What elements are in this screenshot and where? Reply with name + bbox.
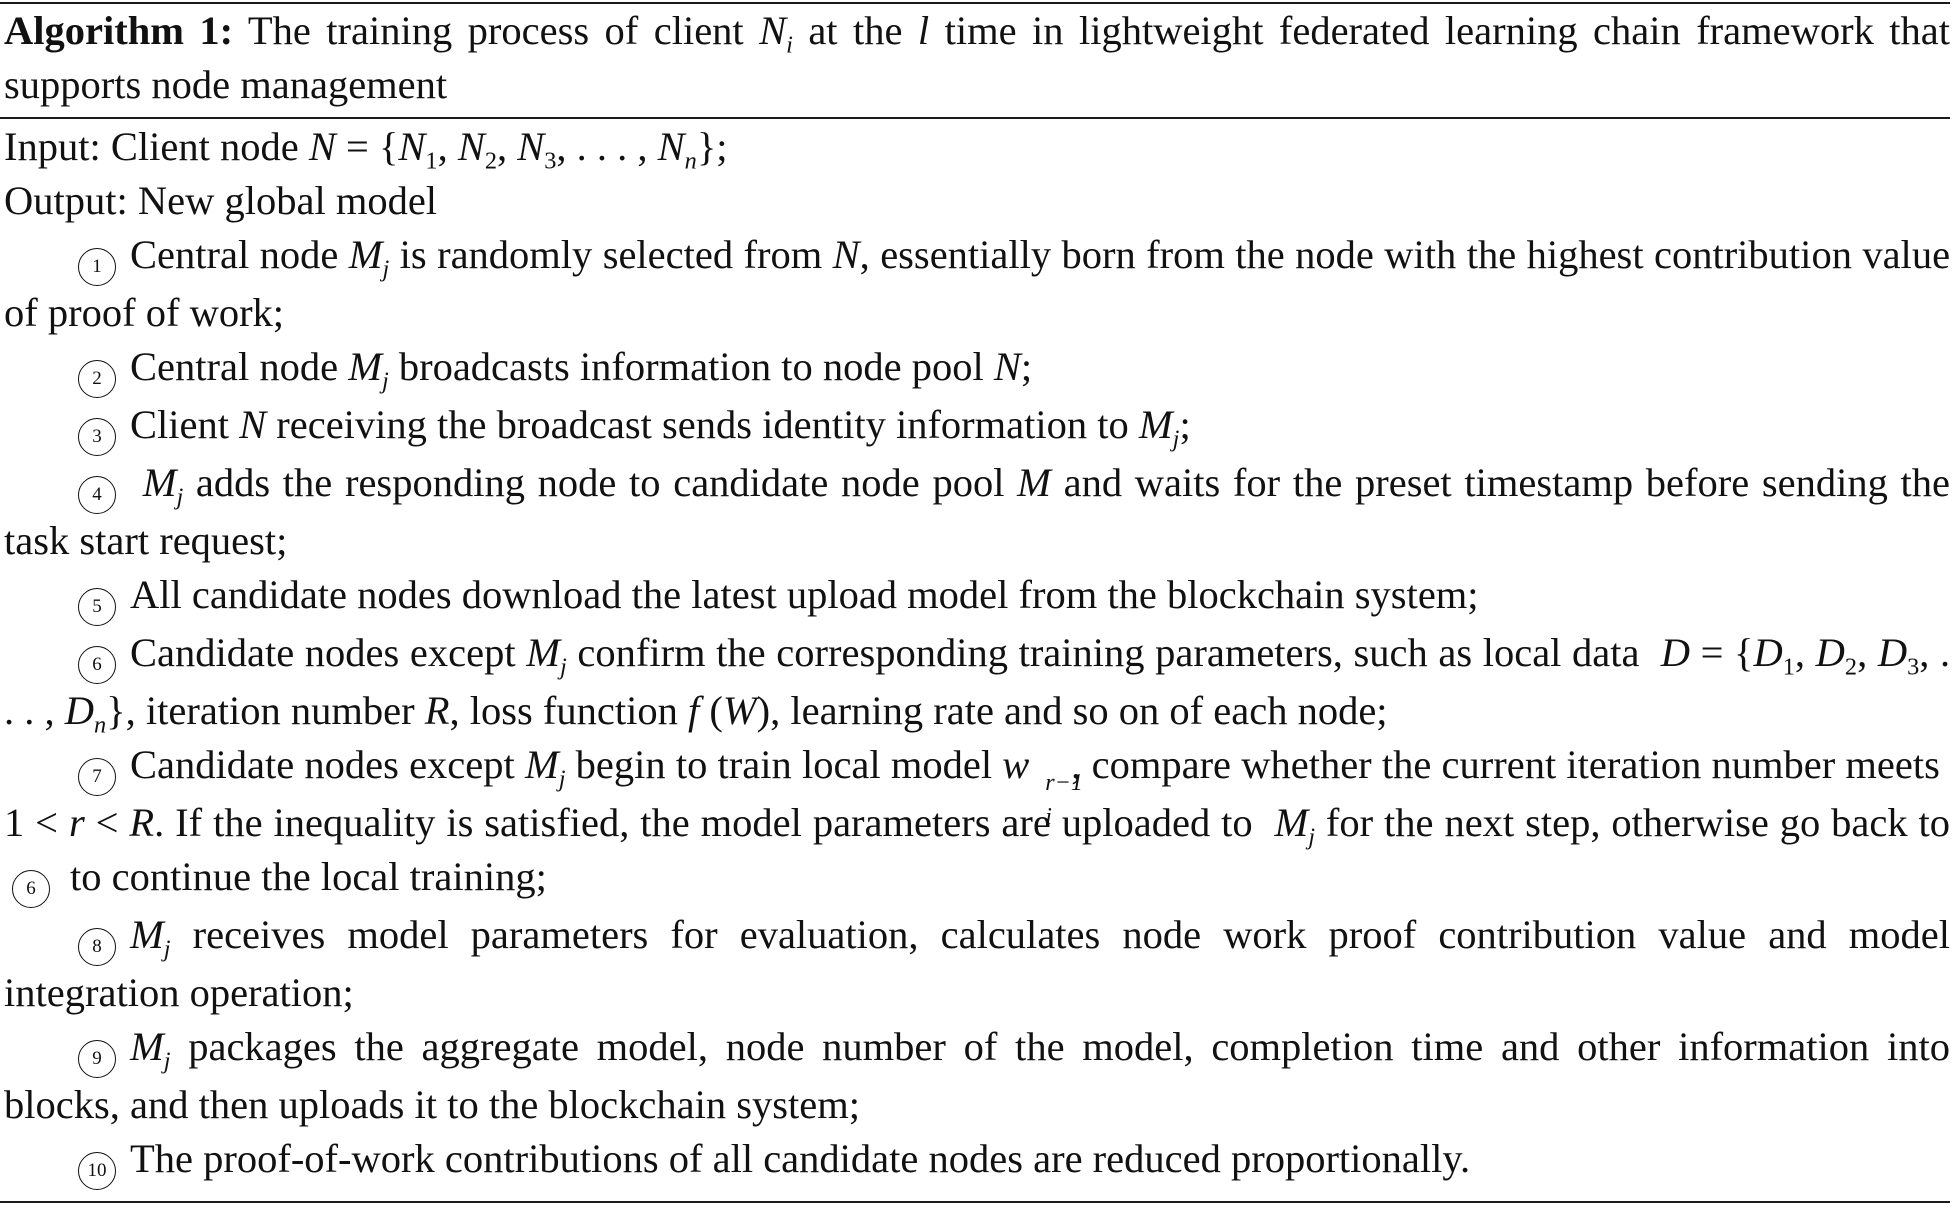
algorithm-header: Algorithm 1: The training process of cli… <box>4 8 1951 107</box>
title-part: time in lightweight federated learning c… <box>4 8 1951 107</box>
step-number-badge: 9 <box>78 1040 116 1078</box>
step-number-badge: 4 <box>78 476 116 514</box>
step-number-badge: 8 <box>78 928 116 966</box>
header-rule <box>0 117 1950 119</box>
step-number-badge: 3 <box>78 418 116 456</box>
bottom-rule <box>0 1201 1950 1203</box>
input-line: Input: Client node N = {N1, N2, N3, . . … <box>4 124 728 175</box>
title-part: at the <box>808 8 903 53</box>
step-number-badge: 10 <box>78 1152 116 1190</box>
algorithm-body: Input: Client node N = {N1, N2, N3, . . … <box>4 120 1950 1190</box>
title-part: The training process of client <box>247 8 744 53</box>
step-number-badge: 5 <box>78 588 116 626</box>
step-4: 4 Mj adds the responding node to candida… <box>4 460 1951 563</box>
output-line: Output: New global model <box>4 178 438 223</box>
step-number-badge: 1 <box>78 248 116 286</box>
step-number-badge: 2 <box>78 360 116 398</box>
step-reference-badge: 6 <box>12 870 50 908</box>
algorithm-label: Algorithm 1: <box>4 8 234 53</box>
step-number-badge: 6 <box>78 646 116 684</box>
step-number-badge: 7 <box>78 758 116 796</box>
top-rule <box>0 2 1950 4</box>
